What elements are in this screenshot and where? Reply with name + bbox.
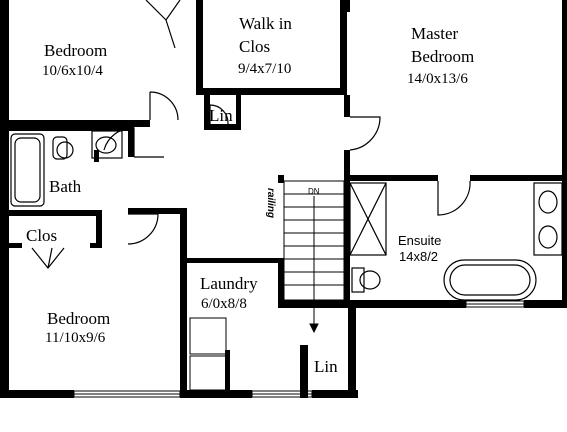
ensuite-name: Ensuite: [398, 233, 442, 248]
bath-fixtures: [10, 130, 123, 207]
walk-in-name-line1: Walk in: [239, 14, 292, 33]
laundry-name: Laundry: [200, 274, 258, 293]
ensuite-size: 14x8/2: [399, 249, 439, 264]
bath-label: Bath: [49, 177, 82, 196]
master-size: 14/0x13/6: [407, 71, 468, 87]
bedroom-top-size: 10/6x10/4: [42, 63, 103, 79]
laundry-size: 6/0x8/8: [201, 296, 247, 312]
linen-top-label: Lin: [209, 106, 233, 125]
bedroom-bottom-name: Bedroom: [47, 309, 111, 328]
windows: [73, 300, 525, 398]
linen-bottom-label: Lin: [314, 357, 338, 376]
stairs-direction-label: DN: [308, 187, 320, 196]
walk-in-size: 9/4x7/10: [238, 61, 292, 77]
master-name-line1: Master: [411, 24, 459, 43]
bedroom-top-name: Bedroom: [44, 41, 108, 60]
walk-in-name-line2: Clos: [239, 37, 271, 56]
ensuite-fixtures: [349, 182, 563, 301]
walls: [0, 0, 567, 398]
closet-label: Clos: [26, 226, 58, 245]
laundry-appliances: [189, 317, 227, 391]
door-swings: [31, 0, 471, 269]
stairs: [283, 180, 345, 334]
railing-label: railing: [265, 188, 276, 219]
master-name-line2: Bedroom: [411, 47, 475, 66]
bedroom-bottom-size: 11/10x9/6: [45, 330, 106, 346]
